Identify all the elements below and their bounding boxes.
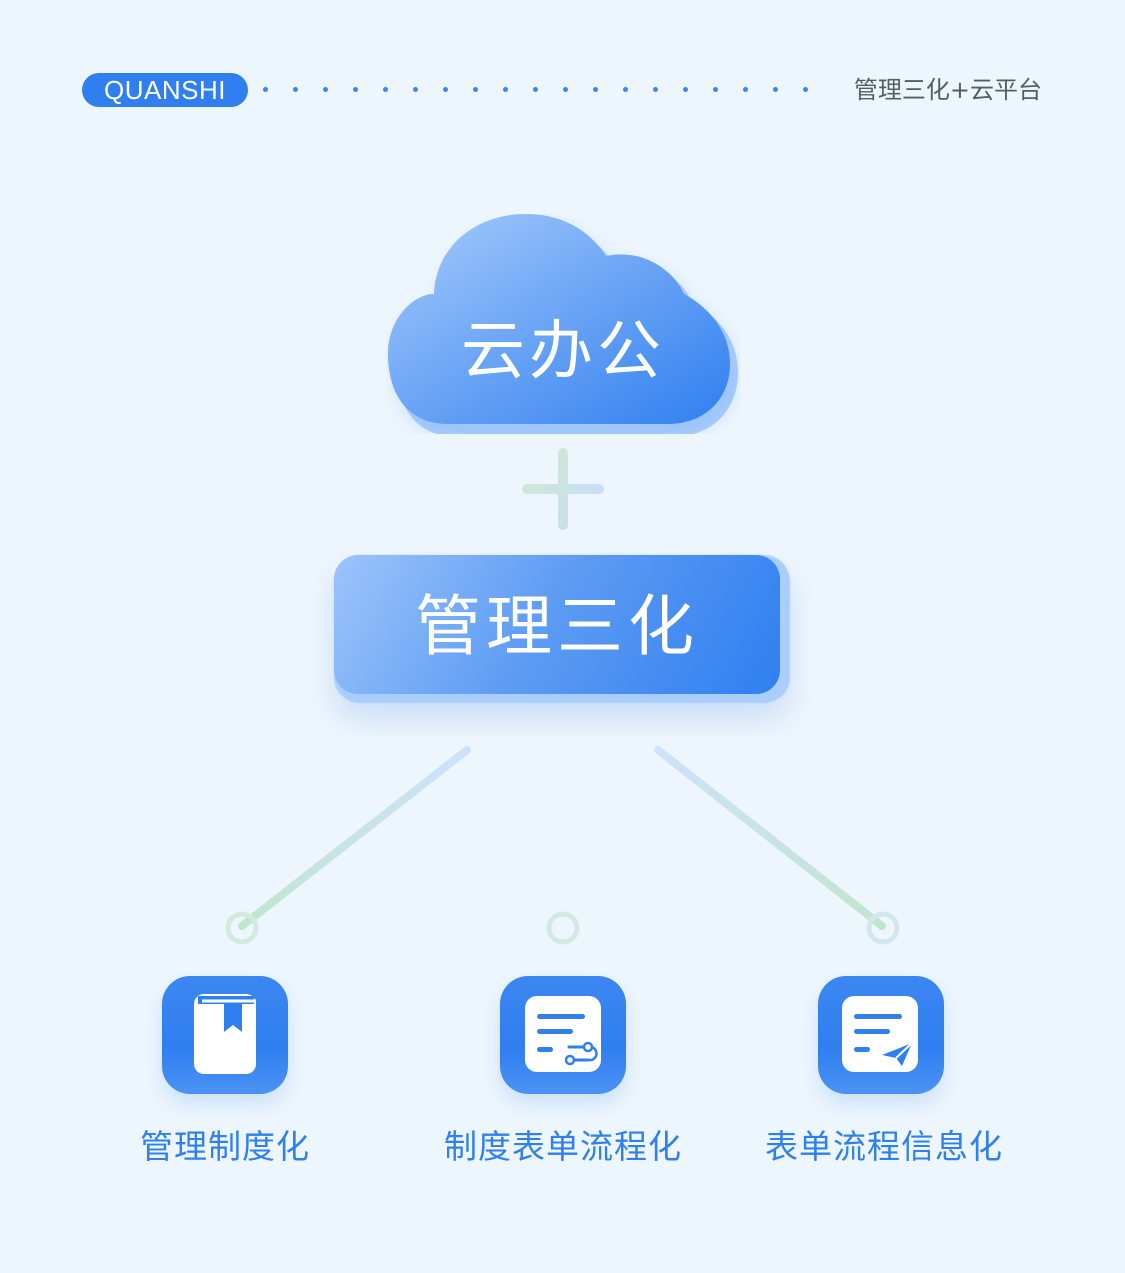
branch-node-1 [162, 976, 288, 1094]
branch-label-3: 表单流程信息化 [765, 1127, 1003, 1166]
main-box-label: 管理三化 [415, 588, 699, 665]
branch-node-3 [818, 976, 944, 1094]
connector-left [238, 746, 471, 930]
form-flow-icon [525, 996, 601, 1072]
brand-badge: QUANSHI [82, 73, 248, 107]
form-send-icon [842, 996, 918, 1072]
connector-right [654, 746, 886, 930]
header-caption: 管理三化+云平台 [853, 76, 1042, 104]
branch-label-1: 管理制度化 [140, 1127, 310, 1166]
cloud-node: 云办公 [386, 214, 740, 434]
main-box: 管理三化 [334, 555, 780, 694]
connector-end-center [546, 911, 580, 945]
branch-node-2 [500, 976, 626, 1094]
cloud-label: 云办公 [461, 315, 665, 389]
connector-end-right [866, 911, 900, 945]
cloud-icon [388, 214, 738, 434]
branch-label-2: 制度表单流程化 [444, 1127, 682, 1166]
connector-end-left [225, 911, 259, 945]
plus-icon [522, 448, 604, 530]
dotted-divider [263, 72, 823, 108]
header: QUANSHI 管理三化+云平台 [82, 72, 1042, 108]
book-bookmark-icon [194, 994, 256, 1074]
